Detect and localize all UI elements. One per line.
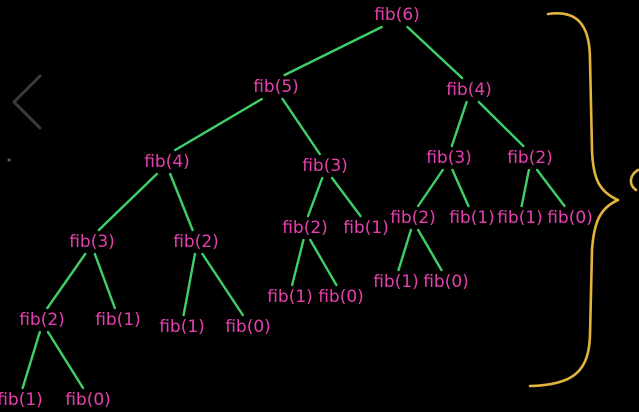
tree-node-n13: fib(1) [497,208,543,228]
tree-node-n12: fib(1) [449,208,495,228]
tree-edge [535,168,566,208]
tree-node-n7: fib(3) [69,232,115,252]
tree-edge [21,330,42,390]
tree-node-n14: fib(0) [547,208,593,228]
tree-edge [169,172,194,232]
tree-node-n23: fib(1) [0,390,43,410]
tree-edge [406,25,464,80]
tree-node-n6: fib(2) [507,148,553,168]
tree-node-n17: fib(1) [159,317,205,337]
partial-curve [629,168,639,192]
chevron-left-icon[interactable] [12,74,42,130]
tree-node-n22: fib(0) [423,272,469,292]
tree-node-n3: fib(4) [144,152,190,172]
tree-edge [330,176,362,218]
tree-node-n0: fib(6) [374,5,420,25]
tree-edge [97,172,158,232]
tree-node-n4: fib(3) [302,156,348,176]
tree-node-n19: fib(1) [267,287,313,307]
tree-edge [520,168,531,208]
tree-edge [451,168,470,208]
tree-edge [309,238,338,287]
tree-node-n24: fib(0) [65,390,111,410]
tree-edge [477,100,525,148]
tree-nodes: fib(6) fib(5) fib(4) fib(4) fib(3) fib(3) fib(… [0,5,593,410]
tree-edge [46,330,85,390]
tree-node-n1: fib(5) [253,77,299,97]
tree-edge [290,238,305,287]
tree-edge [182,252,197,317]
tree-node-n10: fib(1) [343,218,389,238]
tree-node-n2: fib(4) [446,80,492,100]
tree-edge [46,252,87,310]
tree-edge [416,168,444,208]
tree-node-n8: fib(2) [173,232,219,252]
tree-edge [174,97,264,152]
tree-edge [283,25,383,77]
tree-edges [21,25,566,390]
tree-node-n11: fib(2) [390,208,436,228]
curly-brace [528,11,620,388]
tree-edge [201,252,244,317]
tree-node-n5: fib(3) [426,148,472,168]
tree-edge [450,100,468,148]
tree-edge [306,176,324,218]
tree-edge [397,228,413,272]
dot-mark [7,158,11,162]
tree-node-n15: fib(2) [19,310,65,330]
tree-edge [281,97,321,156]
tree-node-n9: fib(2) [282,218,328,238]
tree-node-n20: fib(0) [318,287,364,307]
tree-edge [93,252,117,310]
tree-node-n21: fib(1) [373,272,419,292]
tree-node-n16: fib(1) [95,310,141,330]
tree-edge [416,228,443,272]
tree-node-n18: fib(0) [225,317,271,337]
